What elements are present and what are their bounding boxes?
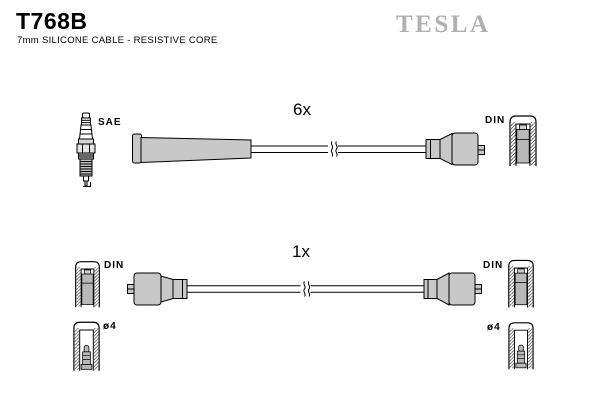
din-cap-cross-section-icon-bottom-left [72,258,103,311]
cable-spec-subtitle: 7mm SILICONE CABLE - RESISTIVE CORE [17,35,218,46]
sae-terminal-label: SAE [98,117,122,128]
cable-break-icon [300,281,311,297]
distributor-boot [425,132,485,166]
right-distributor-boot [423,272,482,306]
left-distributor-boot [127,272,188,306]
din-terminal-label-bottom-right: DIN [483,260,504,271]
cable-assembly-6x [132,132,485,166]
part-number: T768B [16,8,88,34]
diameter-label-bottom-right: ø4 [487,322,501,333]
diameter4-cap-cross-section-icon-bottom-left [70,319,103,374]
diameter-label-bottom-left: ø4 [103,321,117,332]
din-cap-cross-section-icon-bottom-right [505,257,537,311]
quantity-6x-label: 6x [293,100,311,119]
cable-line [250,145,427,153]
din-cap-cross-section-icon-top [506,113,540,169]
spark-plug-boot [132,133,252,164]
cable-break-icon [328,141,338,157]
din-terminal-label-top: DIN [485,115,506,126]
tesla-brand-logo: TESLA [396,11,491,38]
quantity-1x-label: 1x [292,242,310,261]
cable-assembly-1x [127,272,482,306]
diameter4-cap-cross-section-icon-bottom-right [505,320,537,372]
din-terminal-label-bottom-left: DIN [104,260,125,271]
spark-plug-icon [76,112,96,187]
